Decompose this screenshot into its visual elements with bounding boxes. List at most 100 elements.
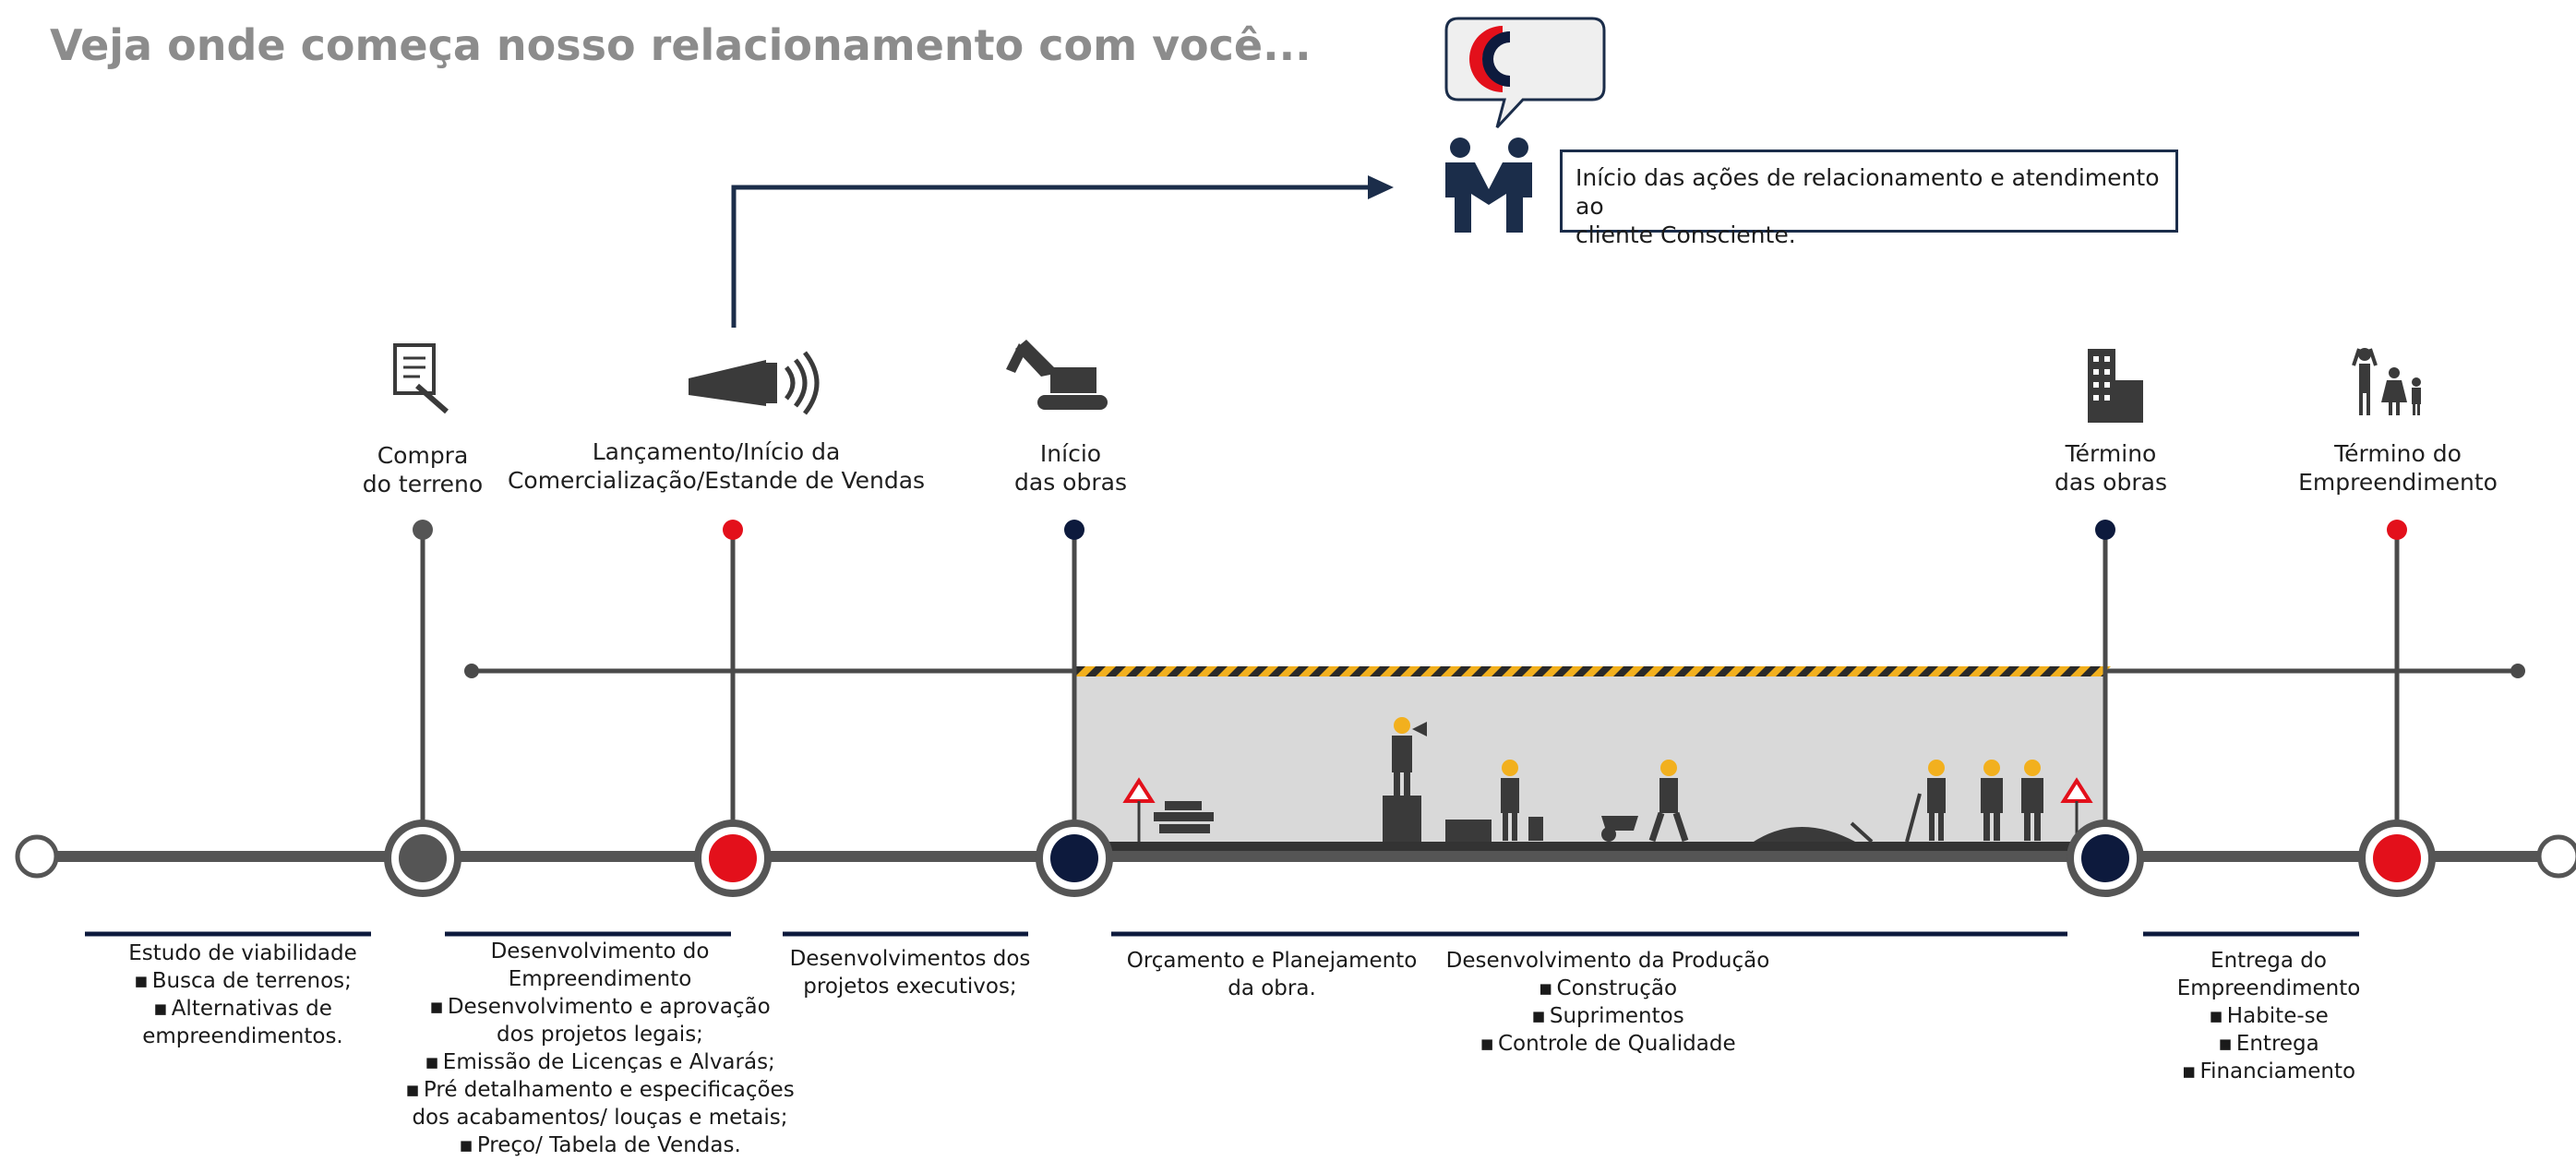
hazard-stripe-segment (2050, 666, 2070, 676)
hazard-stripe-segment (1623, 666, 1644, 676)
milestone-label-termino-emp: Término do Empreendimento (2298, 439, 2498, 497)
hazard-stripe-segment (1136, 666, 1156, 676)
hazard-stripe-segment (1989, 666, 2009, 676)
milestone-node-core-inicio-obras (1050, 834, 1098, 882)
phase-bullet-line: Controle de Qualidade (1446, 1030, 1770, 1058)
hazard-stripe-segment (1217, 666, 1238, 676)
milestone-label-compra: Compra do terreno (363, 441, 483, 498)
phase-line: Entrega do (2211, 949, 2327, 973)
hazard-stripe-segment (1664, 666, 1684, 676)
hazard-stripe-segment (2030, 666, 2050, 676)
hazard-stripe-segment (1156, 666, 1177, 676)
hazard-stripe-segment (1522, 666, 1542, 676)
phase-line: Empreendimento (2176, 976, 2361, 1000)
milestone-dot-compra (413, 520, 433, 540)
hazard-stripe-segment (2070, 666, 2091, 676)
hazard-stripe-segment (1380, 666, 1400, 676)
phase-line: Estudo de viabilidade (128, 941, 357, 965)
secondary-line-start (464, 664, 479, 678)
excavator-icon (1006, 340, 1108, 410)
hazard-stripe-segment (1075, 666, 1096, 676)
milestone-node-core-termino-obras (2081, 834, 2129, 882)
phase-line: empreendimentos. (142, 1024, 343, 1048)
hazard-stripe-segment (1420, 666, 1441, 676)
phase-line: projetos executivos; (803, 975, 1017, 999)
milestone-label-lancamento: Lançamento/Início da Comercialização/Est… (508, 437, 925, 495)
hazard-stripe-segment (1969, 666, 1989, 676)
hazard-stripe-segment (1867, 666, 1887, 676)
phase-line: Desenvolvimento da Produção (1445, 949, 1770, 973)
arrow-head (1368, 175, 1394, 199)
hazard-stripe-segment (1258, 666, 1278, 676)
phase-bullet-line: Emissão de Licenças e Alvarás; (405, 1048, 794, 1076)
hazard-stripe-segment (1644, 666, 1664, 676)
hazard-stripe-segment (1197, 666, 1217, 676)
phase-line: Orçamento e Planejamento (1126, 949, 1418, 973)
hazard-stripe-segment (1319, 666, 1339, 676)
relationship-arrow (731, 185, 1375, 328)
phase-line: dos projetos legais; (497, 1023, 703, 1047)
info-line-2: cliente Consciente. (1576, 221, 1796, 248)
secondary-line-end (2510, 664, 2525, 678)
hazard-stripe-segment (1400, 666, 1420, 676)
milestone-node-core-compra (399, 834, 447, 882)
hazard-stripe-segment (1786, 666, 1806, 676)
hazard-stripe (1075, 666, 2111, 676)
hazard-stripe-segment (1766, 666, 1786, 676)
milestone-label-line: Término do (2334, 440, 2462, 467)
phase-bullet-line: Alternativas de (128, 995, 356, 1023)
phase-bullet-line: Habite-se (2177, 1002, 2361, 1030)
hazard-stripe-segment (1684, 666, 1705, 676)
hazard-stripe-segment (1481, 666, 1502, 676)
hazard-stripe-segment (1278, 666, 1299, 676)
hazard-stripe-segment (1705, 666, 1725, 676)
timeline-end (2536, 834, 2576, 879)
hazard-stripe-segment (1238, 666, 1258, 676)
phase-entrega: Entrega do Empreendimento Habite-se Entr… (2177, 947, 2361, 1085)
hazard-stripe-segment (1441, 666, 1461, 676)
milestone-label-line: do terreno (362, 471, 484, 497)
hazard-stripe-segment (1583, 666, 1603, 676)
milestone-label-line: das obras (1014, 469, 1127, 496)
document-pen-icon (393, 343, 449, 414)
phase-line: dos acabamentos/ louças e metais; (412, 1106, 788, 1130)
hazard-stripe-segment (1563, 666, 1583, 676)
phase-executivos: Desenvolvimentos dos projetos executivos… (790, 945, 1031, 1000)
hazard-stripe-segment (1948, 666, 1969, 676)
hazard-stripe-segment (1887, 666, 1908, 676)
hazard-stripe-segment (1928, 666, 1948, 676)
family-icon (2352, 348, 2421, 415)
hazard-stripe-segment (1299, 666, 1319, 676)
milestone-label-line: Comercialização/Estande de Vendas (507, 467, 926, 494)
milestone-dot-inicio-obras (1064, 520, 1084, 540)
milestone-dot-termino-obras (2095, 520, 2115, 540)
hazard-stripe-segment (1116, 666, 1136, 676)
phase-bullet-line: Pré detalhamento e especificações (405, 1076, 795, 1104)
milestone-label-line: Empreendimento (2298, 469, 2498, 496)
milestone-dot-lancamento (723, 520, 743, 540)
phase-viabilidade: Estudo de viabilidade Busca de terrenos;… (128, 940, 356, 1050)
milestone-label-line: Lançamento/Início da (592, 438, 841, 465)
consciente-logo-bubble (1444, 17, 1606, 129)
milestone-label-termino-obras: Término das obras (2055, 439, 2167, 497)
hazard-stripe-segment (1827, 666, 1847, 676)
milestone-dot-termino-emp (2387, 520, 2407, 540)
info-line-1: Início das ações de relacionamento e ate… (1576, 164, 2160, 220)
milestone-label-line: Início (1039, 440, 1102, 467)
phase-line: da obra. (1228, 976, 1316, 1000)
phase-orcamento: Orçamento e Planejamento da obra. (1127, 947, 1418, 1002)
hazard-stripe-segment (1360, 666, 1380, 676)
handshake-icon (1445, 138, 1532, 233)
milestone-label-line: Término (2065, 440, 2157, 467)
phase-bullet-line: Busca de terrenos; (128, 967, 356, 995)
milestone-node-core-lancamento (709, 834, 757, 882)
phase-line: Desenvolvimento do (490, 940, 710, 964)
page-subtitle: Veja onde começa nosso relacionamento co… (50, 20, 1312, 70)
megaphone-icon (689, 351, 820, 415)
building-icon (2088, 349, 2143, 423)
hazard-stripe-segment (1725, 666, 1745, 676)
phase-bullet-line: Preço/ Tabela de Vendas. (405, 1131, 794, 1159)
milestone-label-line: Compra (377, 442, 469, 469)
relationship-info-box: Início das ações de relacionamento e ate… (1560, 150, 2178, 248)
hazard-stripe-segment (1806, 666, 1827, 676)
